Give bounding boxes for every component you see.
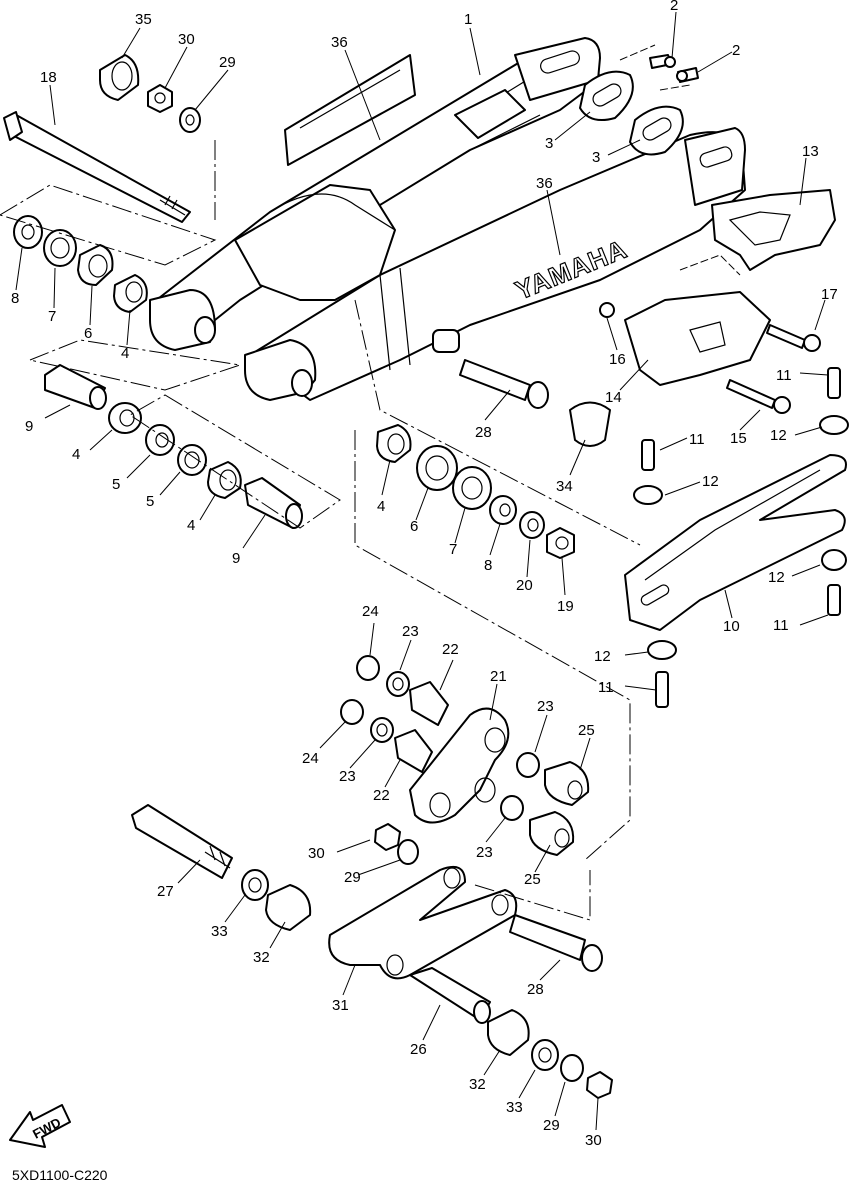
- label-32: 32: [253, 949, 270, 966]
- label-11: 11: [598, 679, 614, 696]
- swingarm: [149, 37, 746, 401]
- label-36: 36: [331, 34, 348, 51]
- label-6: 6: [84, 325, 92, 342]
- label-10: 10: [723, 618, 740, 635]
- label-29: 29: [219, 54, 236, 71]
- label-4: 4: [121, 345, 129, 362]
- connecting-rod: [131, 804, 613, 1099]
- label-28: 28: [475, 424, 492, 441]
- label-23: 23: [402, 623, 419, 640]
- label-9: 9: [25, 418, 33, 435]
- label-30: 30: [178, 31, 195, 48]
- pivot-shaft: [3, 111, 191, 223]
- label-31: 31: [332, 997, 349, 1014]
- label-2: 2: [670, 0, 678, 14]
- label-29: 29: [543, 1117, 560, 1134]
- label-14: 14: [605, 389, 622, 406]
- chain-slider: [624, 367, 849, 708]
- label-25: 25: [578, 722, 595, 739]
- label-8: 8: [11, 290, 19, 307]
- label-5: 5: [146, 493, 154, 510]
- label-3: 3: [545, 135, 553, 152]
- label-26: 26: [410, 1041, 427, 1058]
- label-33: 33: [506, 1099, 523, 1116]
- label-4: 4: [187, 517, 195, 534]
- label-28: 28: [527, 981, 544, 998]
- label-23: 23: [537, 698, 554, 715]
- label-34: 34: [556, 478, 573, 495]
- fwd-arrow: FWD: [9, 1104, 71, 1148]
- label-12: 12: [702, 473, 719, 490]
- chain-guide: [599, 189, 836, 414]
- drawing-code: 5XD1100-C220: [12, 1167, 108, 1183]
- label-18: 18: [40, 69, 57, 86]
- label-5: 5: [112, 476, 120, 493]
- right-bearing-stack: [376, 424, 575, 559]
- label-29: 29: [344, 869, 361, 886]
- label-30: 30: [585, 1132, 602, 1149]
- label-6: 6: [410, 518, 418, 535]
- label-30: 30: [308, 845, 325, 862]
- label-12: 12: [594, 648, 611, 665]
- label-4: 4: [377, 498, 385, 515]
- left-bearing-stack: [13, 215, 303, 529]
- label-12: 12: [768, 569, 785, 586]
- label-4: 4: [72, 446, 80, 463]
- label-20: 20: [516, 577, 533, 594]
- label-22: 22: [442, 641, 459, 658]
- label-9: 9: [232, 550, 240, 567]
- label-2: 2: [732, 42, 740, 59]
- label-3: 3: [592, 149, 600, 166]
- label-23: 23: [476, 844, 493, 861]
- label-17: 17: [821, 286, 838, 303]
- leader-lines: [15, 11, 829, 1131]
- label-16: 16: [609, 351, 626, 368]
- label-23: 23: [339, 768, 356, 785]
- label-15: 15: [730, 430, 747, 447]
- label-11: 11: [776, 367, 792, 384]
- top-small-parts: [99, 54, 699, 156]
- label-35: 35: [135, 11, 152, 28]
- label-1: 1: [464, 11, 472, 28]
- label-8: 8: [484, 557, 492, 574]
- label-21: 21: [490, 668, 507, 685]
- part-labels: 35 30 29 36 1 2 2 3 3 18 13 36 8 7 6 4 1…: [11, 0, 838, 1149]
- label-19: 19: [557, 598, 574, 615]
- decal-sheet: [284, 54, 416, 166]
- label-36: 36: [536, 175, 553, 192]
- label-11: 11: [689, 431, 705, 448]
- label-25: 25: [524, 871, 541, 888]
- label-32: 32: [469, 1076, 486, 1093]
- label-12: 12: [770, 427, 787, 444]
- label-27: 27: [157, 883, 174, 900]
- relay-arm: [340, 655, 590, 856]
- label-11: 11: [773, 617, 789, 634]
- label-13: 13: [802, 143, 819, 160]
- bolt-and-stopper: [459, 359, 611, 447]
- guide-lines: [0, 44, 741, 921]
- label-24: 24: [362, 603, 379, 620]
- label-7: 7: [48, 308, 56, 325]
- label-33: 33: [211, 923, 228, 940]
- label-22: 22: [373, 787, 390, 804]
- label-24: 24: [302, 750, 319, 767]
- label-7: 7: [449, 541, 457, 558]
